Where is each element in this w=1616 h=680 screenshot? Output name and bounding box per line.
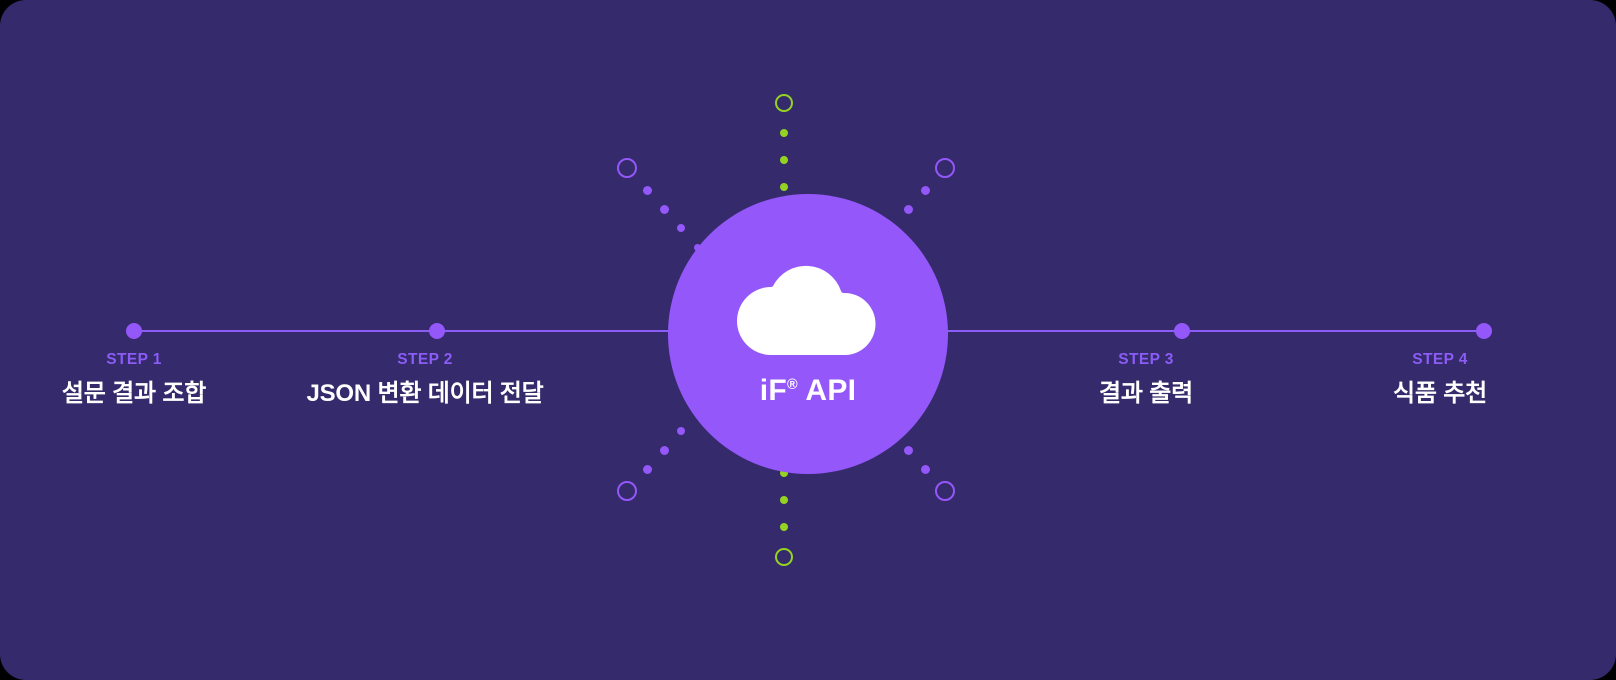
if-api-hub[interactable]: iF® API <box>668 194 948 474</box>
step-kicker-4: STEP 4 <box>1412 351 1468 368</box>
ray-bottom-right-dot-1 <box>920 464 930 474</box>
ray-bottom-left-dot-3 <box>677 427 685 435</box>
timeline-dot-2 <box>429 323 445 339</box>
ray-top-left-dot-3 <box>677 224 685 232</box>
ray-top-dot-2 <box>780 156 788 164</box>
timeline-dot-1 <box>126 323 142 339</box>
cloud-icon <box>737 263 879 360</box>
ray-top-right-dot-1 <box>920 185 930 195</box>
ray-bottom-left-dot-2 <box>659 445 669 455</box>
step-title-1: 설문 결과 조합 <box>61 379 207 407</box>
step-block-2: STEP 2 JSON 변환 데이터 전달 <box>245 352 605 406</box>
ray-bottom-dot-3 <box>780 469 788 477</box>
ray-top-right-dot-2 <box>903 204 913 214</box>
step-kicker-2: STEP 2 <box>397 351 453 368</box>
ray-bottom-dot-1 <box>780 523 788 531</box>
step-title-2: JSON 변환 데이터 전달 <box>306 379 544 407</box>
step-title-4: 식품 추천 <box>1393 379 1487 407</box>
ray-bottom-right-ring <box>935 481 955 501</box>
ray-top-left-dot-1 <box>642 185 652 195</box>
timeline-dot-3 <box>1174 323 1190 339</box>
ray-top-ring <box>775 94 793 112</box>
ray-top-dot-3 <box>780 183 788 191</box>
timeline-dot-4 <box>1476 323 1492 339</box>
step-kicker-1: STEP 1 <box>106 351 162 368</box>
ray-top-left-dot-2 <box>659 204 669 214</box>
step-title-3: 결과 출력 <box>1099 379 1193 407</box>
ray-bottom-left-ring <box>617 481 637 501</box>
ray-bottom-dot-2 <box>780 496 788 504</box>
ray-top-right-ring <box>935 158 955 178</box>
step-block-1: STEP 1 설문 결과 조합 <box>0 352 314 406</box>
ray-bottom-ring <box>775 548 793 566</box>
ray-top-left-ring <box>617 158 637 178</box>
ray-top-dot-1 <box>780 129 788 137</box>
step-block-3: STEP 3 결과 출력 <box>966 352 1326 406</box>
ray-bottom-left-dot-1 <box>642 464 652 474</box>
step-block-4: STEP 4 식품 추천 <box>1260 352 1616 406</box>
hub-label: iF® API <box>759 373 857 407</box>
ray-bottom-right-dot-2 <box>903 445 913 455</box>
step-kicker-3: STEP 3 <box>1118 351 1174 368</box>
